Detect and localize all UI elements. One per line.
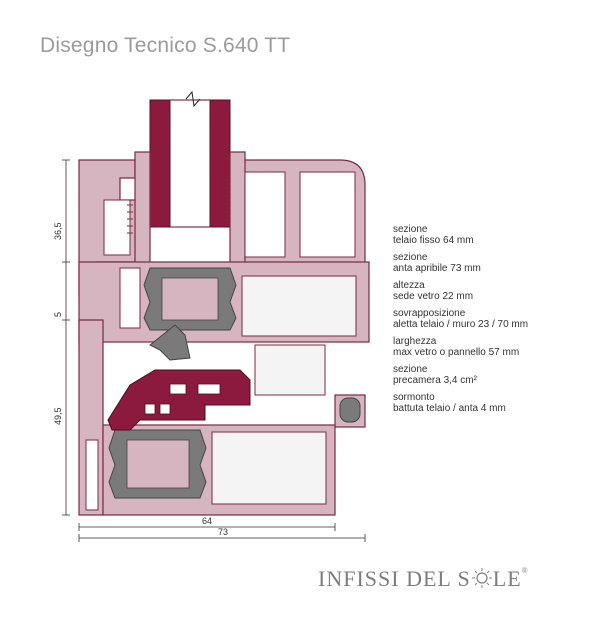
spec-item: sovrapposizione aletta telaio / muro 23 … [393,308,603,330]
dim-label-v3: 49,5 [53,407,63,425]
spec-item: sezione telaio fisso 64 mm [393,224,603,246]
spec-item: sezione anta apribile 73 mm [393,252,603,274]
spec-value: battuta telaio / anta 4 mm [393,403,506,414]
logo-text-left: INFISSI DEL S [318,566,471,591]
spec-value: precamera 3,4 cm² [393,375,477,386]
spec-value: telaio fisso 64 mm [393,235,474,246]
spec-value: anta apribile 73 mm [393,263,481,274]
lower-sash-holes [144,383,221,415]
spec-value: sede vetro 22 mm [393,291,474,302]
page-title: Disegno Tecnico S.640 TT [40,34,291,57]
dim-label-h2: 73 [218,527,228,537]
spec-label: sormonto [393,392,435,403]
spec-label: sovrapposizione [393,308,466,319]
frame-chambers [85,267,357,511]
registered-mark: ® [521,566,529,575]
spec-list: sezione telaio fisso 64 mm sezione anta … [393,224,603,420]
dim-label-h1: 64 [202,516,212,526]
spec-value: max vetro o pannello 57 mm [393,347,520,358]
spec-label: sezione [393,252,428,263]
spec-item: sormonto battuta telaio / anta 4 mm [393,392,603,414]
spec-item: sezione precamera 3,4 cm² [393,364,603,386]
spec-item: altezza sede vetro 22 mm [393,280,603,302]
gasket-inner [126,277,219,489]
dimension-lines [62,159,366,542]
logo-text-right: LE [492,566,522,591]
spec-label: altezza [393,280,425,291]
spec-label: sezione [393,364,428,375]
dim-label-v2: 5 [53,312,63,317]
sun-icon [471,568,492,588]
brand-logo: INFISSI DEL S LE® [318,566,529,592]
lower-sash [107,369,251,431]
spec-label: sezione [393,224,428,235]
dim-label-v1: 36,5 [53,222,63,240]
spec-value: aletta telaio / muro 23 / 70 mm [393,319,529,330]
sash-inner-chambers [103,171,356,258]
gasket-teeth [127,179,230,234]
spec-label: larghezza [393,336,437,347]
spec-item: larghezza max vetro o pannello 57 mm [393,336,603,358]
glass-pane [149,90,231,228]
